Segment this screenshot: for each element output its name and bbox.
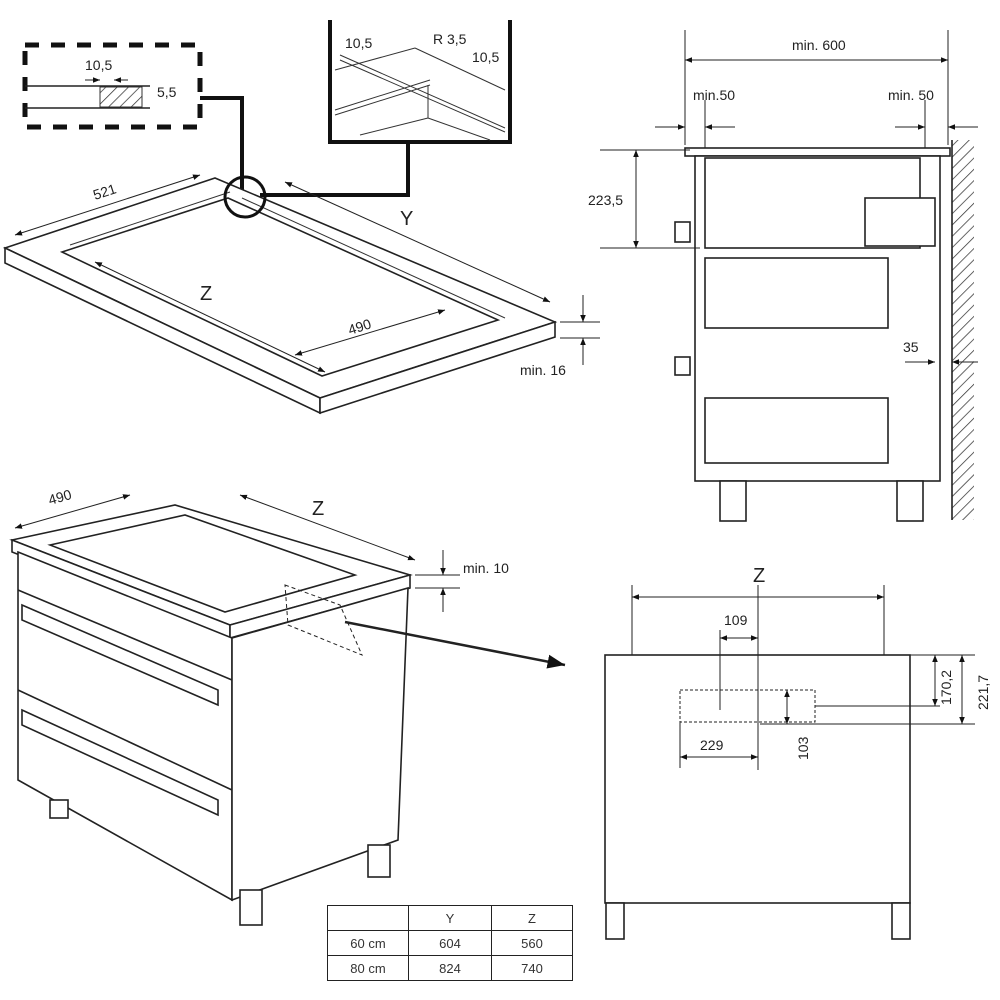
- table-header-row: Y Z: [327, 905, 573, 931]
- groove-depth-label: 5,5: [157, 84, 177, 100]
- table-cell: 604: [408, 930, 492, 956]
- table-cell: 60 cm: [327, 930, 409, 956]
- dimensions-table: Y Z 60 cm 604 560 80 cm 824 740: [327, 905, 573, 981]
- cabinet-gap-label: min. 10: [463, 560, 509, 576]
- wall-gap-label: 35: [903, 339, 919, 355]
- corner-detail-y: 10,5 R 3,5 10,5: [260, 20, 512, 197]
- left-gap-label: min.50: [693, 87, 735, 103]
- side-view-drawing: min. 600 min.50 min. 50 223,5 35: [588, 30, 978, 522]
- cabinet-perspective-drawing: 490 Z min. 10: [9, 486, 566, 926]
- y-dimension-label: Y: [400, 208, 413, 230]
- radius-label: R 3,5: [433, 31, 467, 47]
- table-row: 80 cm 824 740: [327, 955, 573, 981]
- groove-detail-inset: 10,5 5,5: [22, 42, 244, 192]
- dim-229-label: 229: [700, 737, 724, 753]
- table-cell: 80 cm: [327, 955, 409, 981]
- front-view-drawing: Z 109 229 170,2 221,7 103: [604, 565, 991, 940]
- table-row: 60 cm 604 560: [327, 930, 573, 956]
- table-cell: 824: [408, 955, 492, 981]
- table-header-cell: Y: [408, 905, 492, 931]
- cabinet-depth-label: 490: [46, 486, 73, 508]
- dim-109-label: 109: [724, 612, 748, 628]
- front-z-label: Z: [753, 565, 765, 587]
- worktop-thickness-label: min. 16: [520, 362, 566, 378]
- worktop-cutout-drawing: 521 Y Z 490 min. 16: [2, 174, 600, 415]
- height-label: 223,5: [588, 192, 623, 208]
- table-header-cell: [327, 905, 409, 931]
- table-cell: 740: [491, 955, 573, 981]
- groove-width-label: 10,5: [85, 57, 112, 73]
- worktop-length-label: 521: [91, 180, 118, 203]
- right-gap-label: min. 50: [888, 87, 934, 103]
- dim-103-label: 103: [795, 736, 811, 760]
- z-dimension-label: Z: [200, 283, 212, 305]
- cabinet-z-label: Z: [312, 498, 324, 520]
- table-header-cell: Z: [491, 905, 573, 931]
- dim-221-label: 221,7: [975, 675, 991, 710]
- worktop-width-label: 490: [346, 315, 373, 338]
- min-width-label: min. 600: [792, 37, 846, 53]
- y-detail-right-label: 10,5: [472, 49, 499, 65]
- table-cell: 560: [491, 930, 573, 956]
- dim-170-label: 170,2: [938, 670, 954, 705]
- y-detail-left-label: 10,5: [345, 35, 372, 51]
